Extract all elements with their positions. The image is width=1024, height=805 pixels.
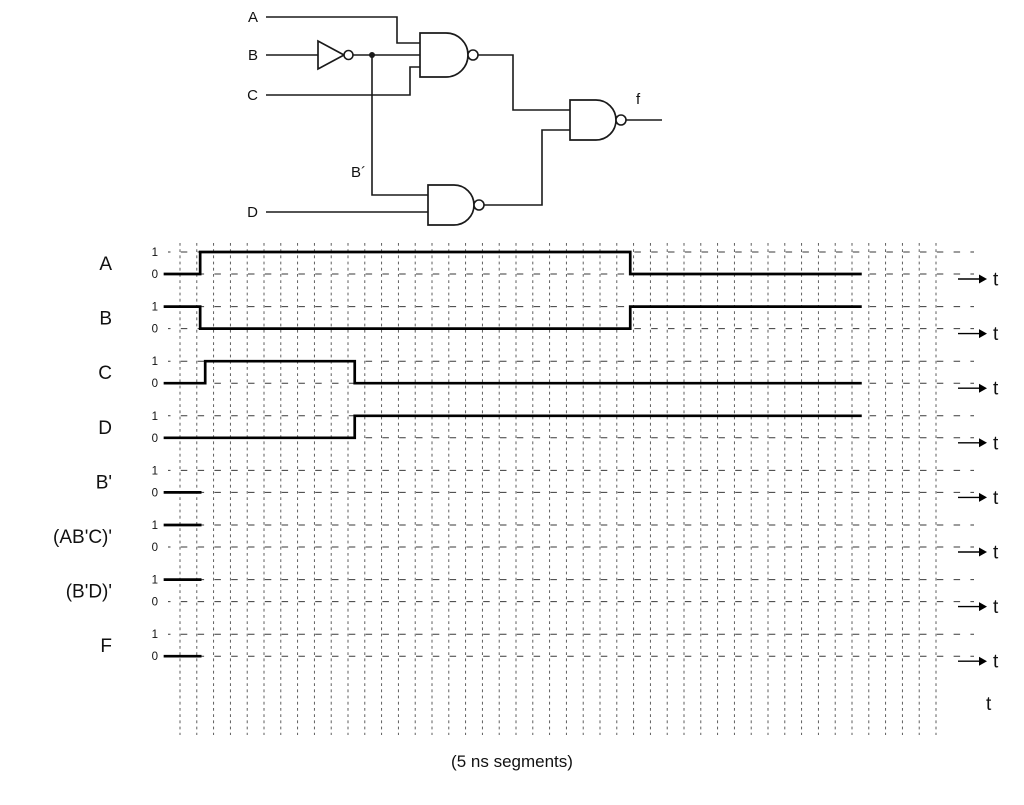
wire-A — [266, 16, 420, 44]
tick-low-bp: 0 — [152, 487, 158, 499]
signal-label-d: D — [98, 418, 112, 439]
tick-high-a: 1 — [152, 247, 158, 259]
time-axis-label-final: t — [986, 694, 992, 715]
tick-low-c: 0 — [152, 378, 158, 390]
tick-high-b: 1 — [152, 302, 158, 314]
tick-low-a: 0 — [152, 269, 158, 281]
internal-label-b-prime: B´ — [351, 164, 366, 181]
time-arrow-head-bp — [979, 492, 987, 502]
time-arrow-head-b — [979, 329, 987, 339]
wire-nand2-output — [484, 129, 570, 206]
time-arrow-head-abpcp — [979, 547, 987, 557]
time-axis-label-bpdp: t — [993, 597, 999, 618]
signal-label-bpdp: (B'D)' — [66, 582, 112, 603]
input-label-a: A — [248, 9, 258, 26]
signal-label-b: B — [99, 309, 112, 330]
signal-label-f: F — [100, 636, 112, 657]
time-axis-label-b: t — [993, 324, 999, 345]
time-axis-label-d: t — [993, 433, 999, 454]
time-axis-label-bp: t — [993, 488, 999, 509]
tick-low-d: 0 — [152, 433, 158, 445]
wire-B-prime-branch — [371, 55, 428, 196]
tick-low-b: 0 — [152, 324, 158, 336]
tick-low-f: 0 — [152, 651, 158, 663]
tick-high-bpdp: 1 — [152, 575, 158, 587]
input-label-d: D — [247, 204, 258, 221]
tick-low-bpdp: 0 — [152, 597, 158, 609]
time-axis-label-a: t — [993, 270, 999, 291]
time-arrow-head-a — [979, 274, 987, 284]
time-arrow-head-bpdp — [979, 602, 987, 612]
waveform-a — [163, 250, 862, 276]
time-axis-label-f: t — [993, 652, 999, 673]
time-arrow-head-c — [979, 383, 987, 393]
tick-high-d: 1 — [152, 411, 158, 423]
signal-label-bp: B' — [96, 472, 112, 493]
tick-high-f: 1 — [152, 629, 158, 641]
waveform-c — [163, 359, 862, 385]
waveform-d — [163, 414, 862, 440]
time-arrow-head-d — [979, 438, 987, 448]
signal-label-a: A — [99, 254, 112, 275]
waveform-b — [163, 305, 862, 330]
tick-high-bp: 1 — [152, 465, 158, 477]
wire-C — [266, 66, 420, 96]
junction-dot — [369, 52, 375, 58]
not-gate-bubble — [343, 49, 354, 61]
nand-gate-2-bubble — [473, 199, 485, 211]
nand-gate-1-bubble — [467, 49, 479, 61]
tick-high-c: 1 — [152, 356, 158, 368]
caption: (5 ns segments) — [451, 752, 573, 771]
time-axis-label-abpcp: t — [993, 543, 999, 564]
signal-label-c: C — [98, 363, 112, 384]
output-label-f: f — [636, 91, 641, 108]
time-axis-label-c: t — [993, 379, 999, 400]
not-gate — [317, 39, 346, 71]
time-arrow-head-f — [979, 656, 987, 666]
wire-nand1-output — [478, 54, 570, 111]
tick-low-abpcp: 0 — [152, 542, 158, 554]
signal-label-abpcp: (AB'C)' — [53, 527, 112, 548]
input-label-b: B — [248, 47, 258, 64]
tick-high-abpcp: 1 — [152, 520, 158, 532]
nand-gate-3-bubble — [615, 114, 627, 126]
input-label-c: C — [247, 87, 258, 104]
logic-circuit-diagram: A B C D B´ f — [247, 9, 662, 226]
